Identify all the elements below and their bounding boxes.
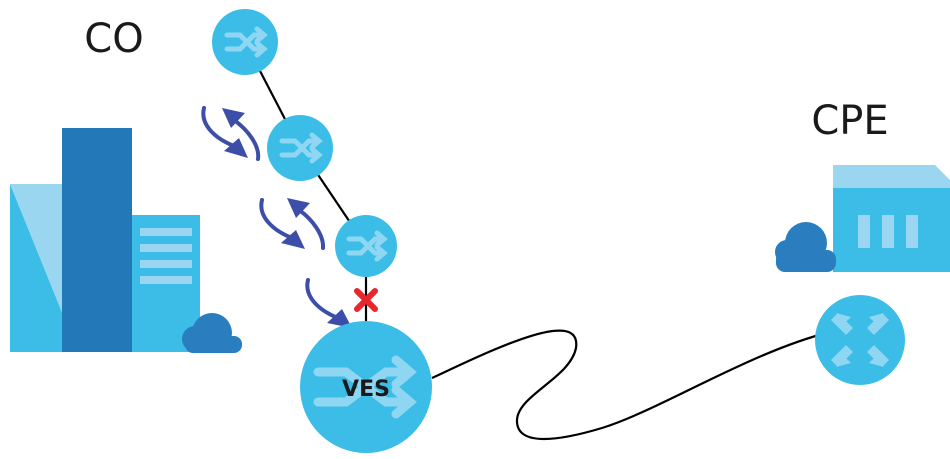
ves-label: VES xyxy=(342,377,390,402)
switch-icon xyxy=(279,132,323,164)
co-label: CO xyxy=(84,16,143,62)
switch-icon xyxy=(346,230,388,262)
switch-node-3[interactable] xyxy=(335,215,397,277)
arrow-up-icon xyxy=(222,108,261,161)
arrow-down-icon xyxy=(201,106,248,158)
cpe-building-icon xyxy=(833,165,950,272)
ves-switch-icon xyxy=(313,355,417,419)
link-ves-cpe xyxy=(431,329,831,440)
failover-arrows xyxy=(201,106,352,328)
switch-node-2[interactable] xyxy=(267,115,333,181)
ves-node[interactable]: VES xyxy=(300,321,432,453)
arrow-up-icon xyxy=(287,198,326,250)
cpe-label: CPE xyxy=(811,98,888,144)
switch-icon xyxy=(224,26,268,58)
cpe-device-node[interactable] xyxy=(815,295,905,385)
arrow-down-icon xyxy=(259,198,305,249)
arrow-down-icon xyxy=(305,278,352,328)
cpe-router-icon xyxy=(831,313,889,367)
switch-node-1[interactable] xyxy=(212,9,278,75)
co-cloud-icon xyxy=(182,313,242,353)
co-building-icon xyxy=(10,128,200,352)
cpe-cloud-icon xyxy=(775,222,836,272)
x-mark-icon xyxy=(354,288,378,312)
